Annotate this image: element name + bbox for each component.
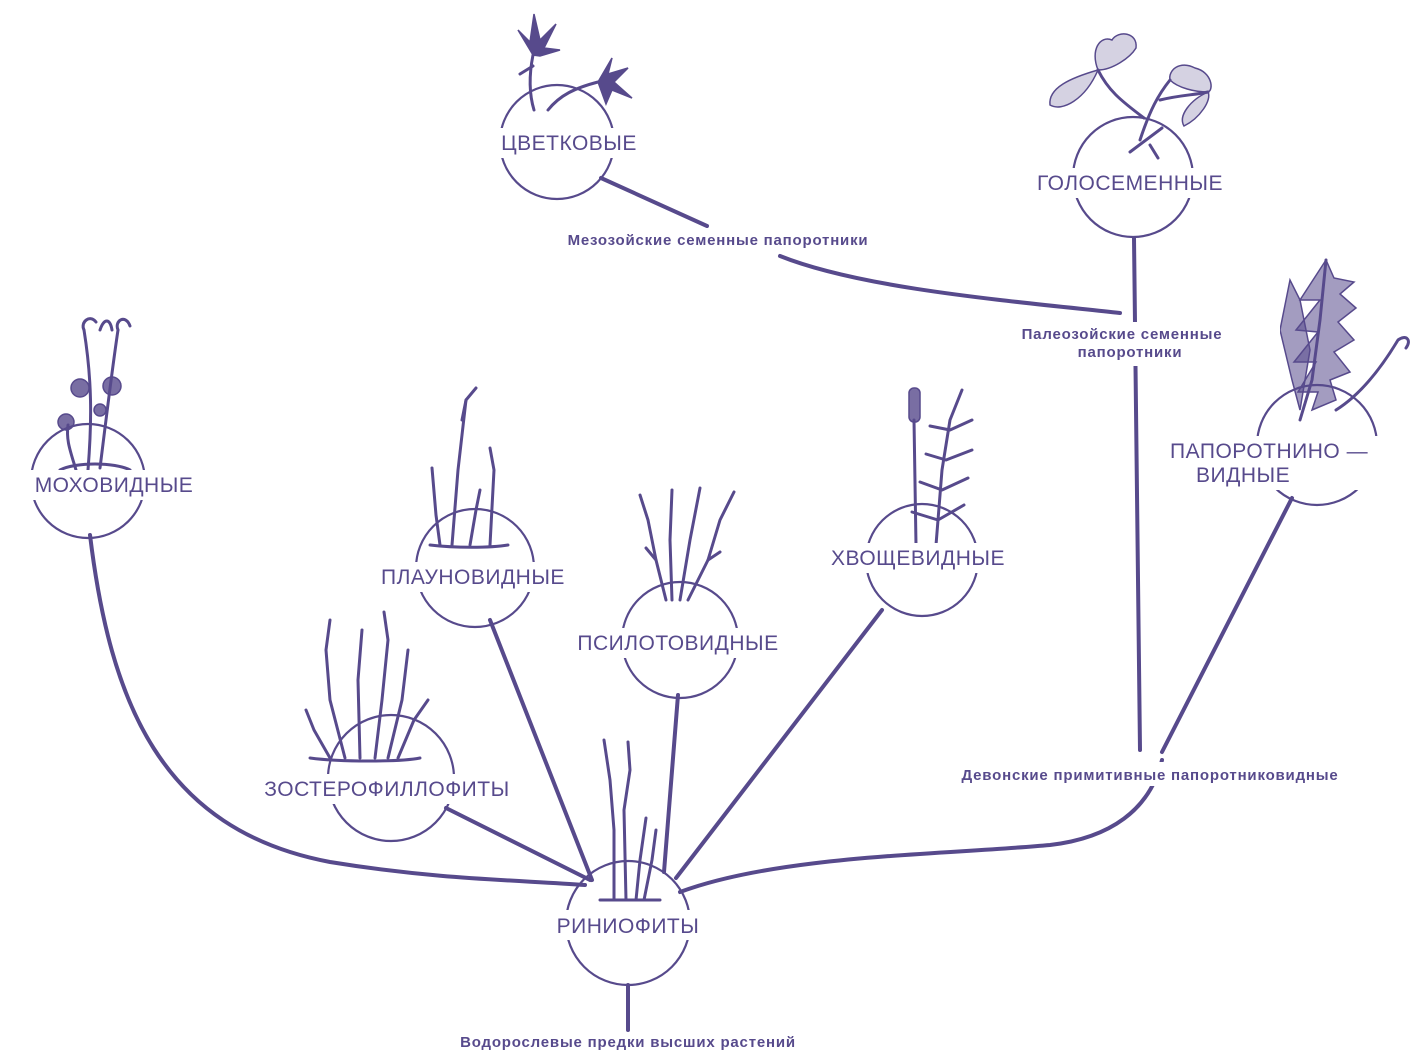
label-lycopodiophyta: ПЛАУНОВИДНЫЕ <box>381 566 565 589</box>
label-mesozoic-seed-ferns: Мезозойские семенные папоротники <box>568 232 869 249</box>
clubmoss-illustration <box>430 388 508 547</box>
ginkgo-illustration <box>1050 34 1211 158</box>
branch-devonian-to-pteridophyta <box>1162 498 1292 752</box>
label-devonian-ferns: Девонские примитивные папоротниковидные <box>961 767 1338 784</box>
branch-devonian-to-gymnosperms <box>1134 238 1140 750</box>
rhynia-illustration <box>600 740 660 900</box>
flowering-plant-illustration <box>518 14 632 110</box>
label-angiosperms: ЦВЕТКОВЫЕ <box>501 132 637 155</box>
node-circles <box>31 85 1377 985</box>
label-gymnosperms: ГОЛОСЕМЕННЫЕ <box>1037 172 1223 195</box>
label-zosterophyllophyta: ЗОСТЕРОФИЛЛОФИТЫ <box>264 778 509 801</box>
label-rhyniophyta: РИНИОФИТЫ <box>557 915 700 938</box>
branch-mesozoic-to-angiosperms <box>601 178 707 226</box>
label-psilotophyta: ПСИЛОТОВИДНЫЕ <box>577 632 778 655</box>
branch-rhyniophyta-to-psilotophyta <box>664 695 678 872</box>
label-paleozoic-seed-ferns-line1: Палеозойские семенные <box>1022 326 1223 343</box>
label-equisetophyta: ХВОЩЕВИДНЫЕ <box>831 547 1005 570</box>
zosterophyllum-illustration <box>306 612 428 761</box>
label-pteridophyta-line2: ВИДНЫЕ <box>1196 464 1290 487</box>
label-algal-ancestors: Водорослевые предки высших растений <box>460 1034 796 1051</box>
branch-paleozoic-to-mesozoic-seed-ferns <box>780 256 1120 313</box>
moss-illustration <box>58 319 130 470</box>
label-pteridophyta-line1: ПАПОРОТНИНО — <box>1170 440 1368 463</box>
label-bryophyta: МОХОВИДНЫЕ <box>35 474 194 497</box>
branch-rhyniophyta-to-lycopodiophyta <box>490 620 592 880</box>
fern-illustration <box>1280 260 1408 420</box>
label-paleozoic-seed-ferns-line2: папоротники <box>1078 344 1183 361</box>
branches <box>90 178 1292 1030</box>
